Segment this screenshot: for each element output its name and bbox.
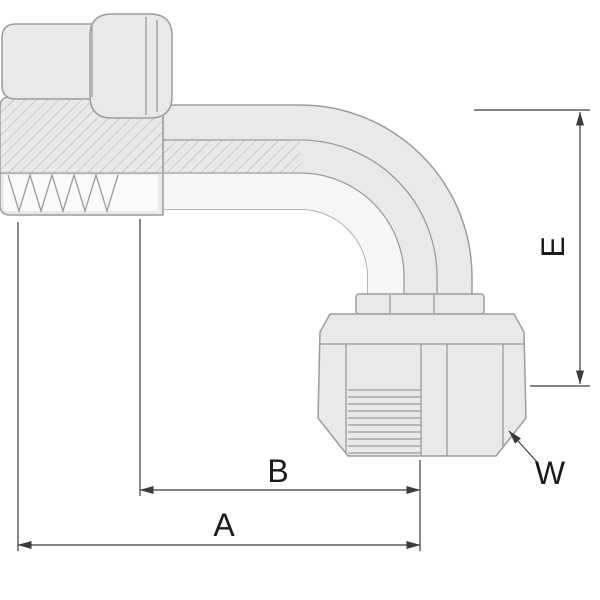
shell-bore	[4, 175, 158, 211]
dimension-b: B	[139, 219, 421, 496]
dimension-label-b: B	[267, 453, 288, 489]
shell-rear-cap	[1, 23, 107, 100]
sleeve-detail-lines	[389, 295, 435, 313]
dimension-label-e: E	[535, 236, 571, 257]
dimensions: E B A W	[17, 109, 590, 551]
dimension-e: E	[474, 109, 590, 387]
dimension-w: W	[508, 430, 566, 491]
fitting-body	[0, 13, 527, 457]
dimension-label-a: A	[213, 507, 235, 543]
swivel-nut	[317, 313, 527, 457]
nut-threads	[348, 389, 421, 454]
dimension-a: A	[17, 222, 421, 551]
serration-teeth	[7, 172, 119, 214]
elbow-bore	[163, 173, 404, 314]
nut-hex-edges	[345, 344, 504, 456]
w-leader-line	[508, 430, 538, 463]
thread-lines	[348, 389, 421, 454]
dimension-label-w: W	[535, 455, 566, 491]
tube-section-lines	[0, 139, 300, 174]
bend-section-arcs	[299, 139, 438, 294]
tube-hatch	[163, 140, 300, 173]
shell-front-cap	[89, 13, 173, 119]
tube-sleeve	[355, 293, 485, 315]
cap-detail-lines	[91, 17, 158, 115]
